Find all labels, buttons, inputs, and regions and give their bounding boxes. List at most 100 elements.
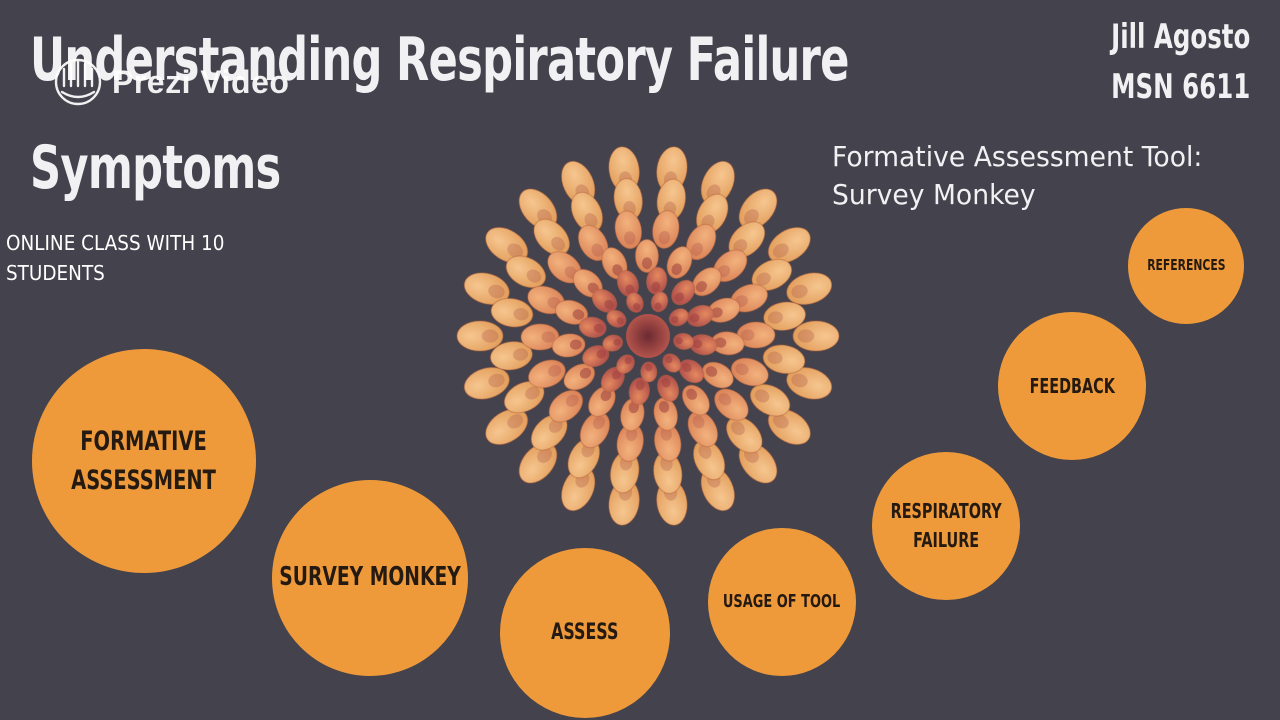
flower-petal-cup [711, 307, 723, 318]
author-block: Jill Agosto MSN 6611 [1111, 12, 1250, 112]
circle-label: REFERENCES [1146, 256, 1226, 275]
title-line-2: Symptoms [30, 133, 281, 203]
flower-petal-cup [596, 349, 607, 359]
flower-petal-cup [674, 292, 685, 302]
circle-usage-of-tool[interactable]: USAGE OF TOOL [708, 528, 856, 676]
flower-petal-cup [513, 348, 529, 361]
flower-petal [763, 301, 807, 331]
tool-line-1: Formative Assessment Tool: [832, 140, 1203, 173]
flower-petal-cup [612, 264, 623, 276]
title-line-1: Understanding Respiratory Failure [30, 25, 849, 95]
flower-petal [548, 389, 584, 423]
flower-petal [786, 272, 833, 306]
circle-label: ASSESSMENT [71, 465, 217, 496]
flower-petal-cup [611, 370, 622, 380]
presentation-title: Understanding Respiratory Failure Sympto… [30, 6, 849, 222]
flower-petal-cup [488, 373, 505, 388]
flower-petal [463, 272, 510, 306]
flower-petal-cup [658, 230, 671, 245]
watermark-text: Prezi Video [112, 63, 290, 100]
flower-petal [792, 320, 840, 352]
flower-petal-cup [541, 331, 556, 343]
flower-petal-cup [686, 388, 698, 400]
flower-petal-cup [730, 421, 745, 436]
flower-petal [730, 357, 769, 387]
assessment-tool-heading: Formative Assessment Tool: Survey Monkey [832, 138, 1202, 214]
flower-petal-cup [733, 239, 748, 254]
flower-petal-cup [691, 242, 703, 256]
circle-survey-monkey[interactable]: SURVEY MONKEY [272, 480, 468, 676]
flower-petal-cup [625, 427, 638, 442]
flower-petal [614, 210, 643, 250]
flower-petal [503, 380, 545, 414]
flower-petal [634, 238, 660, 274]
flower-petal-cup [526, 269, 542, 283]
flower-petal-cup [513, 307, 529, 321]
flower-petal-cup [488, 284, 505, 299]
flower-petal [463, 366, 510, 400]
flower-petal-cup [548, 365, 562, 377]
flower-petal-cup [551, 236, 566, 251]
flower-petal [725, 416, 763, 454]
flower-petal-cup [698, 444, 712, 459]
flower-petal-cup [651, 281, 661, 292]
flower-petal-cup [797, 329, 815, 343]
dahlia-flower-image [456, 146, 840, 526]
flower-petal-cup [537, 447, 552, 463]
circle-assess[interactable]: ASSESS [500, 548, 670, 718]
flower-petal-cup [661, 377, 671, 388]
flower-petal-cup [645, 364, 653, 372]
circle-feedback[interactable]: FEEDBACK [998, 312, 1146, 460]
flower-petal-cup [718, 393, 732, 406]
flower-petal-cup [548, 418, 563, 433]
flower-petal-cup [772, 243, 789, 258]
flower-petal-cup [791, 373, 808, 388]
circle-label: SURVEY MONKEY [279, 562, 461, 593]
flower-petal [490, 297, 534, 328]
flower-petal-cup [705, 366, 718, 377]
flower-petal-cup [671, 316, 679, 324]
flower-petal-cup [791, 284, 808, 299]
flower-petal-cup [641, 257, 653, 270]
tool-line-2: Survey Monkey [832, 178, 1036, 211]
flower-petal-cup [525, 386, 540, 400]
flower-petal-cup [565, 394, 579, 407]
flower-petal-cup [572, 309, 585, 320]
flower-petal-cup [613, 338, 621, 346]
flower-petal [713, 388, 749, 422]
flower-petal [749, 383, 791, 417]
flower-petal-cup [632, 303, 641, 311]
flower-petal-cup [616, 317, 624, 325]
circle-label: RESPIRATORY [890, 499, 1002, 523]
flower-petal-cup [660, 427, 672, 441]
author-name: Jill Agosto [1110, 17, 1250, 57]
flower-petal-cup [740, 329, 755, 341]
flower-petal-cup [692, 415, 705, 429]
flower-petal-cup [682, 362, 692, 373]
flower-petal-cup [714, 337, 727, 348]
flower-petal [668, 308, 689, 327]
circle-label: USAGE OF TOOL [723, 590, 841, 612]
circle-formative-assessment[interactable]: FORMATIVE ASSESSMENT [32, 349, 256, 573]
circle-label: ASSESS [551, 620, 619, 646]
flower-petal [681, 384, 711, 416]
flower-petal-cup [593, 416, 605, 430]
flower-petal-cup [671, 263, 682, 275]
flower-petal [767, 226, 811, 264]
circle-respiratory-failure[interactable]: RESPIRATORY FAILURE [872, 452, 1020, 600]
flower-petal [640, 361, 658, 383]
flower-petal-cup [772, 414, 789, 429]
circle-references[interactable]: REFERENCES [1128, 208, 1244, 324]
flower-petal-cup [624, 357, 632, 365]
flower-petal-cup [600, 389, 612, 402]
flower-petal [456, 320, 504, 352]
circle-label: FORMATIVE [80, 425, 208, 457]
prezi-logo-icon [54, 58, 102, 106]
prezi-video-watermark: Prezi Video [52, 56, 289, 108]
circle-label: FAILURE [913, 528, 979, 552]
flower-petal-cup [604, 299, 614, 310]
flower-petal-cup [675, 337, 683, 345]
flower-petal-cup [584, 213, 598, 228]
flower-petal [533, 218, 571, 256]
